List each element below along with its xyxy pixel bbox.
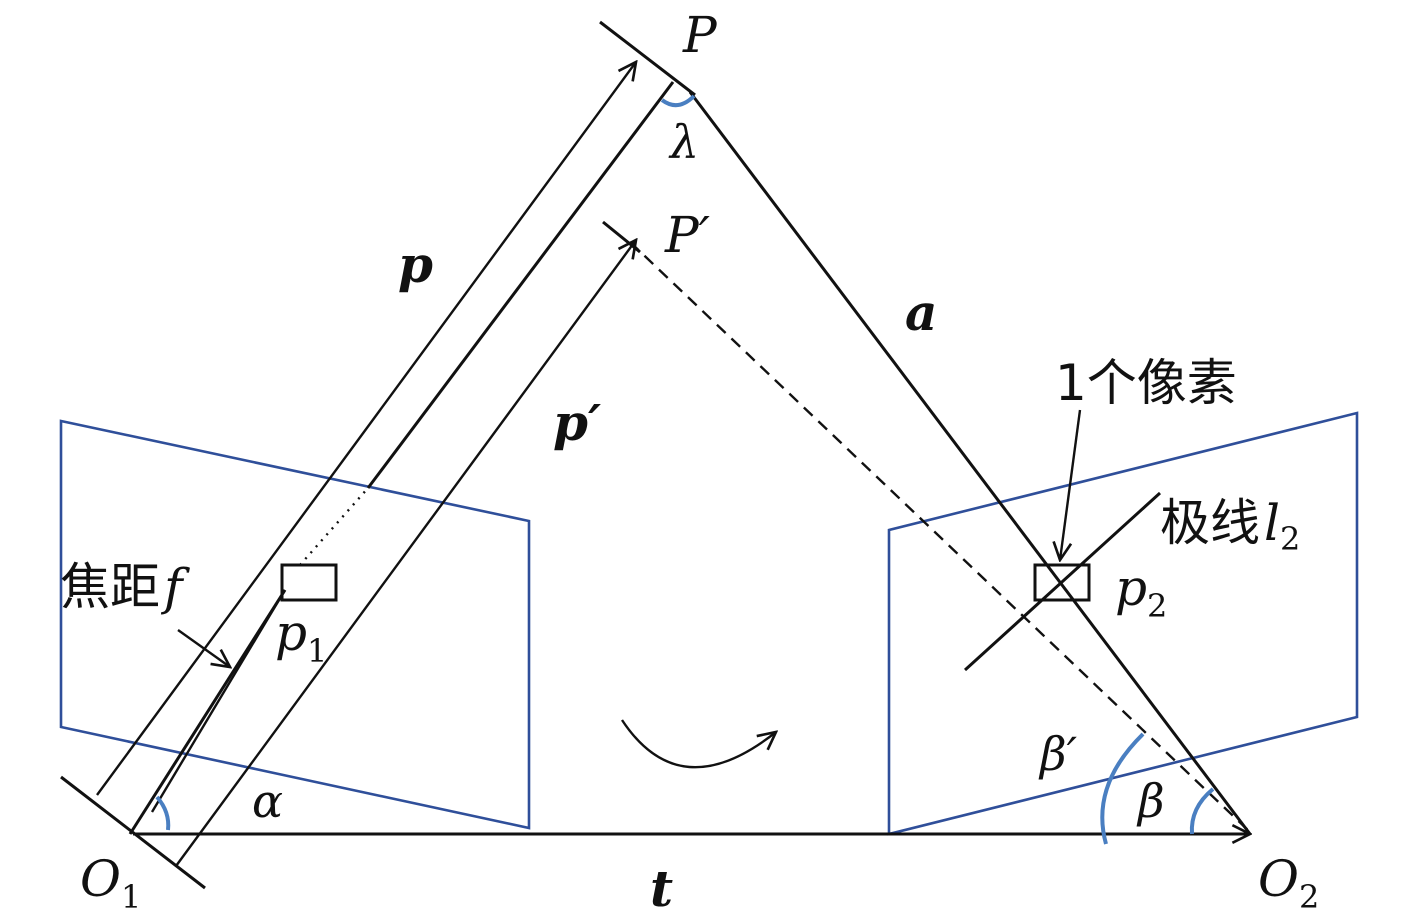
label-alpha: α xyxy=(252,774,283,828)
angle-arc-beta-prime xyxy=(1100,732,1145,845)
label-lambda: λ xyxy=(668,115,699,169)
ray-o1-p-dotted xyxy=(299,487,369,566)
label-P-prime: P′ xyxy=(664,206,711,264)
label-vector-t: t xyxy=(650,859,673,918)
vector-p-prime xyxy=(175,240,636,867)
label-vector-a: a xyxy=(905,283,937,342)
angle-arc-beta xyxy=(1189,787,1215,835)
ray-p-prime-o2 xyxy=(629,241,1251,833)
tick-mark-P xyxy=(599,20,696,97)
ray-o1-p-lower xyxy=(128,589,287,835)
right-image-plane xyxy=(887,411,1359,836)
label-one-pixel: 1个像素 xyxy=(1055,354,1237,412)
label-focal-length: 焦距f xyxy=(60,558,190,616)
label-beta: β xyxy=(1136,774,1165,828)
curved-arrow-icon xyxy=(620,719,776,769)
label-vector-p-prime: p′ xyxy=(553,393,601,452)
angle-arc-alpha xyxy=(155,795,171,831)
label-p1: p1 xyxy=(275,604,327,670)
epipolar-line-l2 xyxy=(963,491,1162,672)
vector-p xyxy=(96,62,636,796)
label-vector-p: p xyxy=(398,235,433,294)
label-P: P xyxy=(682,6,718,64)
label-beta-prime: β′ xyxy=(1038,727,1078,781)
label-O2: O2 xyxy=(1258,850,1319,916)
label-p2: p2 xyxy=(1115,559,1167,625)
angle-arc-lambda xyxy=(660,94,696,108)
pixel-pointer-arrow xyxy=(1060,409,1082,560)
vector-a xyxy=(688,91,1252,835)
label-epipolar-line: 极线l2 xyxy=(1160,494,1300,558)
pixel-box-p2 xyxy=(1033,563,1091,602)
pixel-box-p1 xyxy=(280,563,338,602)
label-O1: O1 xyxy=(80,850,141,916)
left-image-plane xyxy=(59,419,531,830)
ray-o1-p-upper xyxy=(366,81,675,489)
focal-pointer-arrow xyxy=(177,629,230,667)
